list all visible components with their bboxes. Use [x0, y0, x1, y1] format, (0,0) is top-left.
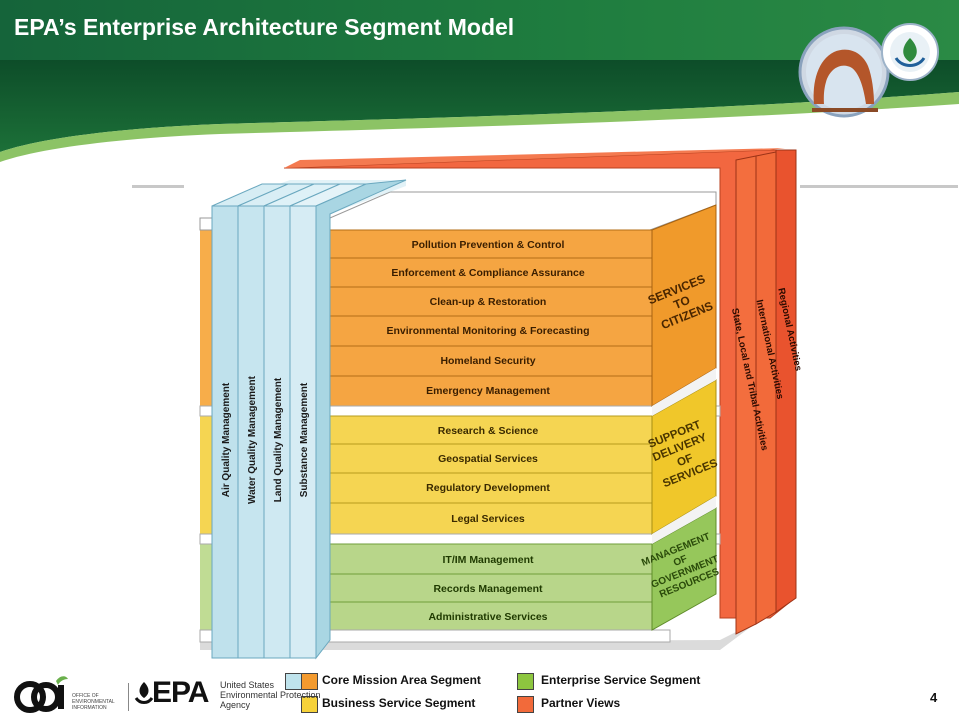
legend-swatch-business	[301, 696, 318, 713]
epa-seal-logo	[798, 23, 939, 118]
row-label-regulatory: Regulatory Development	[426, 482, 550, 494]
legend-swatch-partner	[517, 696, 534, 713]
horizon-line-right	[800, 185, 958, 188]
svg-text:OF: OF	[672, 553, 689, 568]
core-label-water: Water Quality Management	[247, 375, 258, 504]
partner-slab-1	[735, 155, 757, 635]
core-column-3	[263, 205, 291, 659]
row-label-legal: Legal Services	[451, 513, 525, 525]
core-column-side	[315, 179, 407, 660]
legend-label-core: Core Mission Area Segment	[322, 673, 481, 687]
epa-wordmark: EPA	[152, 676, 209, 709]
page-number: 4	[930, 690, 938, 705]
horizon-line-left	[132, 185, 184, 188]
row-label-homeland: Homeland Security	[440, 355, 535, 367]
partner-views	[283, 148, 797, 635]
core-mission-columns	[211, 179, 407, 660]
support-labels: Research & Science Geospatial Services R…	[426, 425, 550, 525]
row-label-pollution: Pollution Prevention & Control	[412, 239, 565, 251]
row-label-emergency: Emergency Management	[426, 385, 550, 397]
partner-slab-top	[284, 148, 785, 168]
core-label-air: Air Quality Management	[221, 382, 232, 497]
legend-label-partner: Partner Views	[541, 696, 621, 710]
core-column-2	[237, 205, 265, 659]
side-face-management	[651, 507, 717, 631]
row-label-cleanup: Clean-up & Restoration	[430, 296, 547, 308]
services-labels: Pollution Prevention & Control Enforceme…	[386, 239, 589, 397]
svg-text:OFFICE OF: OFFICE OF	[72, 693, 99, 699]
legend-label-enterprise: Enterprise Service Segment	[541, 673, 701, 687]
svg-text:ENVIRONMENTAL: ENVIRONMENTAL	[72, 699, 115, 705]
orange-rows	[321, 229, 653, 407]
row-label-research: Research & Science	[438, 425, 539, 437]
svg-text:OF: OF	[675, 452, 694, 469]
legend-swatch-enterprise	[517, 673, 534, 690]
row-label-geospatial: Geospatial Services	[438, 453, 538, 465]
row-label-admin: Administrative Services	[428, 611, 547, 623]
management-labels: IT/IM Management Records Management Admi…	[428, 554, 547, 623]
legend-swatch-core-orange	[301, 673, 318, 690]
legend-label-business: Business Service Segment	[322, 696, 476, 710]
row-label-monitoring: Environmental Monitoring & Forecasting	[386, 325, 589, 337]
epa-agency-text: United States Environmental Protection A…	[220, 680, 321, 710]
core-label-substance: Substance Management	[299, 382, 310, 497]
svg-text:INFORMATION: INFORMATION	[72, 705, 107, 711]
oei-logo: OFFICE OF ENVIRONMENTAL INFORMATION	[14, 676, 129, 713]
slide-title: EPA’s Enterprise Architecture Segment Mo…	[14, 14, 515, 40]
row-label-records: Records Management	[433, 583, 543, 595]
core-column-4	[289, 205, 317, 659]
row-label-enforcement: Enforcement & Compliance Assurance	[391, 267, 584, 279]
core-column-1	[211, 205, 239, 659]
core-mission-labels: Air Quality Management Water Quality Man…	[221, 375, 310, 504]
epa-flower-icon	[134, 682, 154, 704]
core-label-land: Land Quality Management	[273, 377, 284, 502]
svg-text:TO: TO	[672, 293, 692, 312]
header-band	[0, 0, 959, 162]
row-label-itim: IT/IM Management	[442, 554, 534, 566]
